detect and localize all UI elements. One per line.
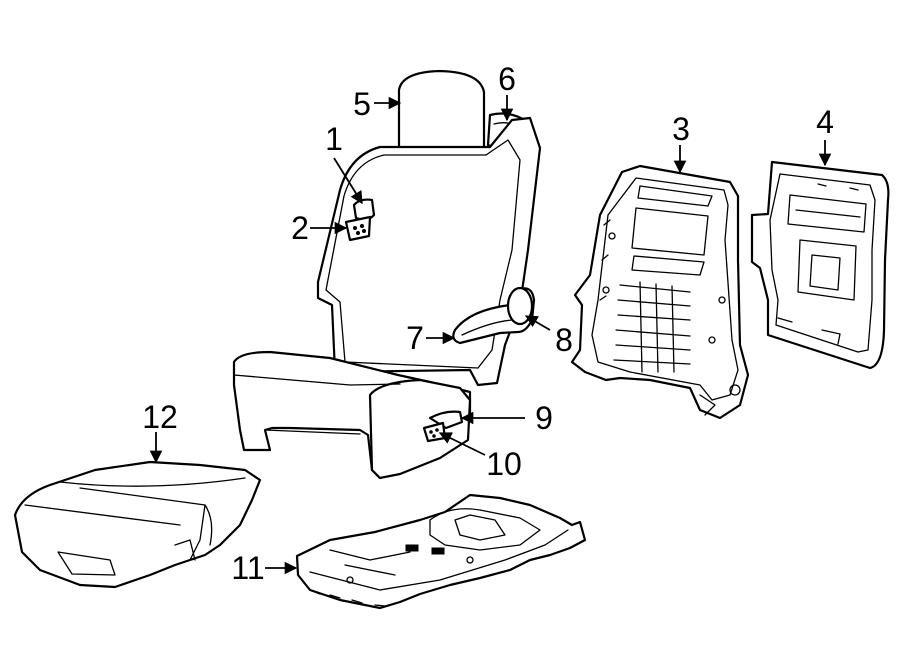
callout-5: 5 xyxy=(353,86,371,122)
seat-back-cover xyxy=(316,116,542,387)
callout-6: 6 xyxy=(498,61,516,97)
seat-pan-part xyxy=(295,493,587,610)
leader-1 xyxy=(333,157,363,205)
seat-cushion-assembly xyxy=(232,350,472,480)
callout-2: 2 xyxy=(291,210,309,246)
seat-back-frame-part xyxy=(570,164,750,420)
cushion-pad-part xyxy=(13,460,262,589)
callout-11: 11 xyxy=(231,550,264,586)
callout-8: 8 xyxy=(555,322,573,358)
leader-10 xyxy=(438,432,486,456)
headrest-part xyxy=(397,69,486,150)
callout-9: 9 xyxy=(535,400,553,436)
callout-3: 3 xyxy=(672,111,690,147)
callout-1: 1 xyxy=(325,121,343,157)
leader-arrows xyxy=(149,95,832,575)
callout-10: 10 xyxy=(486,446,522,482)
callout-4: 4 xyxy=(816,104,834,140)
callout-7: 7 xyxy=(406,320,424,356)
callout-labels: 1 2 3 4 5 6 7 8 9 10 11 12 xyxy=(142,61,834,586)
rear-panel-part xyxy=(750,160,890,370)
armrest-part xyxy=(452,286,536,345)
leader-8 xyxy=(524,315,551,331)
callout-12: 12 xyxy=(142,399,178,435)
